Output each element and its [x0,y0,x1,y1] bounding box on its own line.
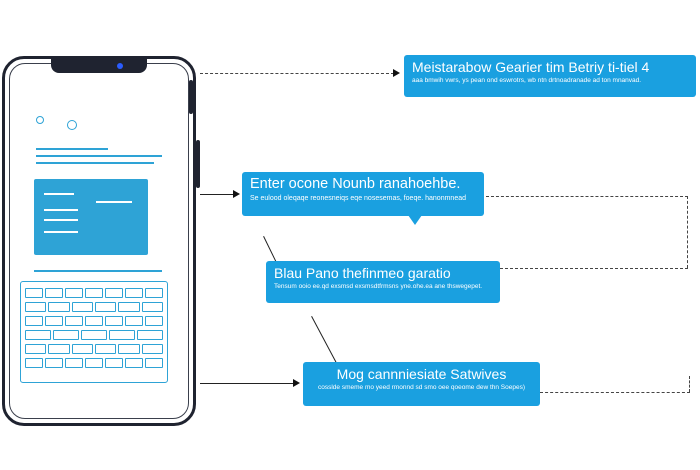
header-line [36,155,162,157]
phone-notch [51,59,147,73]
sensor-dot-icon [36,116,44,124]
connector-line [263,236,278,264]
card-line [96,201,132,203]
header-line [36,162,154,164]
callout-title: Meistarabow Gearier tim Betriy ti-tiel 4 [412,59,650,75]
header-line [36,148,108,150]
callout-box[interactable]: Mog cannniesiate Satwives cosslde smeme … [303,362,540,406]
card-line [44,193,74,195]
keyboard-grid[interactable] [20,281,168,383]
connector-line [311,316,337,363]
key-row [25,358,163,368]
camera-icon [117,63,123,69]
arrow-head-icon [293,379,300,387]
callout-subtitle: Se eulood oleqaqe reonesneiqs eqe nosese… [250,194,466,202]
key-row [25,344,163,354]
volume-button [196,140,200,188]
callout-pointer [408,215,422,225]
arrow-head-icon [393,69,400,77]
callout-box[interactable]: Blau Pano thefinmeo garatio Tensum ooio … [266,261,500,303]
key-row [25,288,163,298]
callout-box[interactable]: Enter ocone Nounb ranahoehbe. Se eulood … [242,172,484,216]
connector-line [689,376,690,392]
sensor-dot-icon [67,120,77,130]
content-card[interactable] [34,179,148,255]
callout-title: Enter ocone Nounb ranahoehbe. [250,176,461,192]
key-row [25,330,163,340]
connector-line [540,392,690,393]
connector-line [200,73,394,74]
callout-box[interactable]: Meistarabow Gearier tim Betriy ti-tiel 4… [404,55,696,97]
connector-line [500,268,688,269]
callout-subtitle: Tensum ooio ee.qd exsmsd exsmsdtfrmsns y… [274,283,483,291]
connector-line [200,383,294,384]
connector-line [486,196,688,197]
callout-subtitle: aaa bmwih vwrs, ys pean ond eswrotrs, wb… [412,77,642,85]
callout-title: Mog cannniesiate Satwives [336,366,507,382]
power-button [189,80,193,114]
divider-line [34,270,162,272]
key-row [25,316,163,326]
card-line [44,219,78,221]
card-line [44,231,78,233]
card-line [44,209,78,211]
connector-line [687,196,688,268]
arrow-head-icon [233,190,240,198]
connector-line [200,194,234,195]
callout-title: Blau Pano thefinmeo garatio [274,265,451,281]
key-row [25,302,163,312]
callout-subtitle: cosslde smeme mo yeed rmonnd sd smo oee … [317,384,526,392]
